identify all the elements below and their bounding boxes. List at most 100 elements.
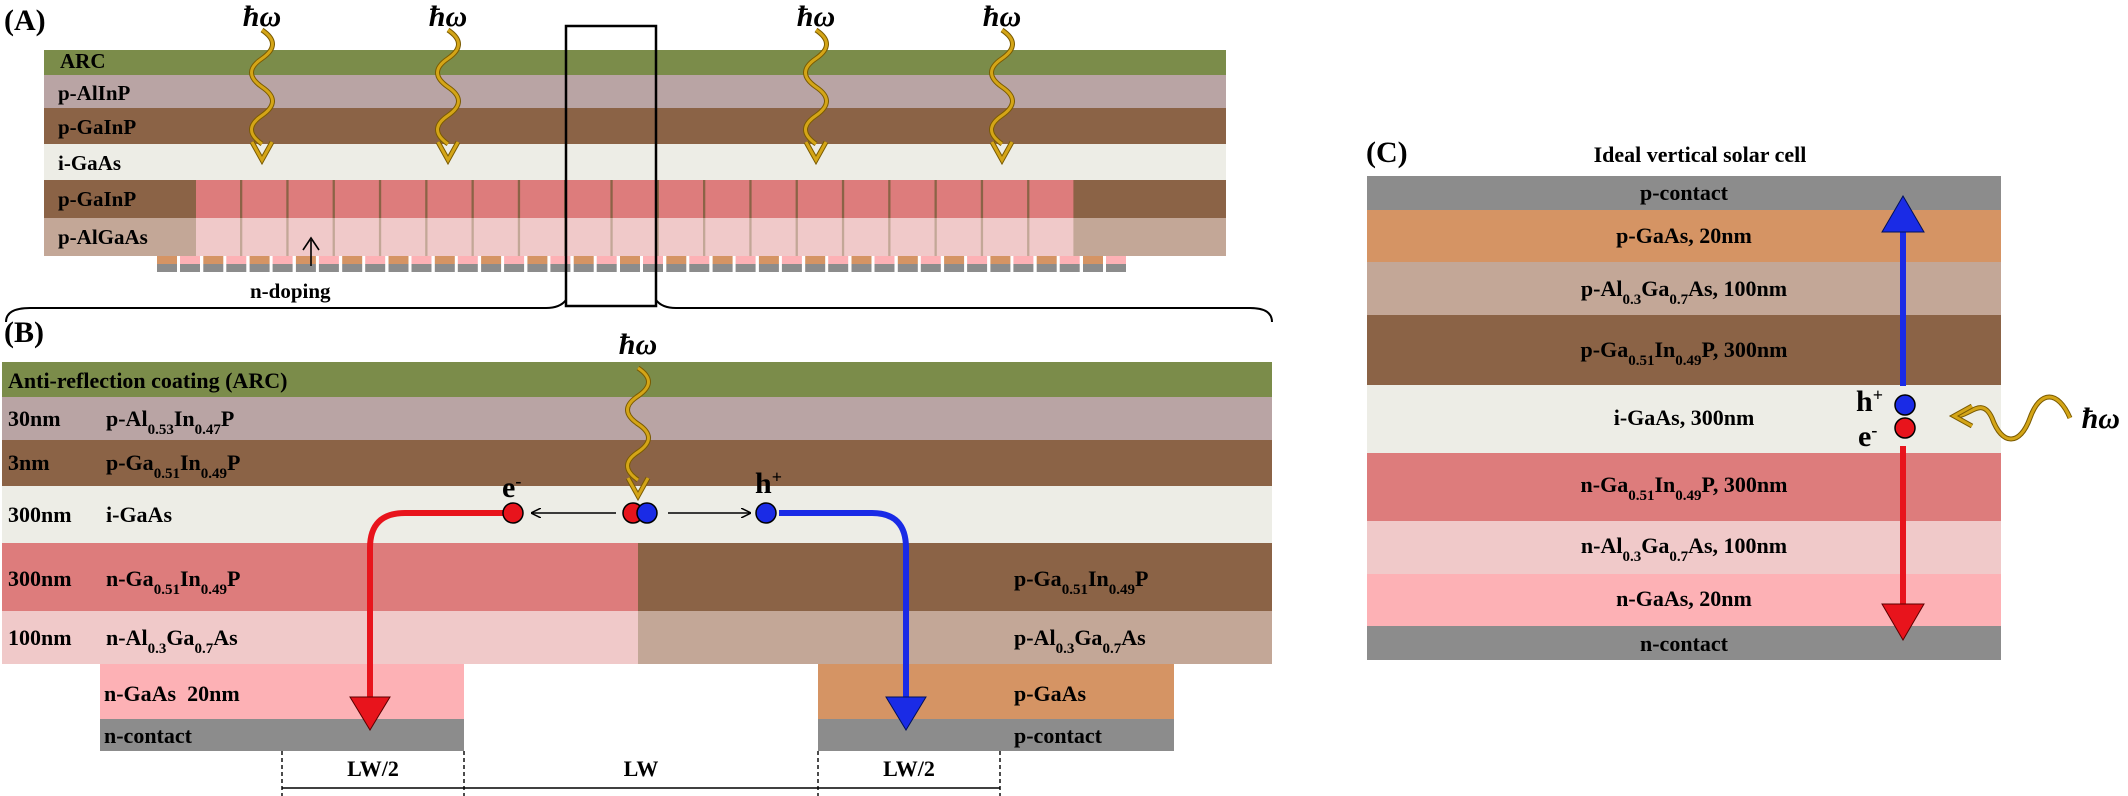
b-label-n-gaas: n-GaAs 20nm — [104, 681, 240, 706]
contact-pad-p — [157, 256, 177, 264]
photon-label: ħω — [243, 0, 281, 33]
a-layer-i-gaas — [44, 144, 1226, 180]
panel-a-label: (A) — [4, 4, 46, 37]
contact-pad-n — [180, 256, 200, 264]
contact-metal — [897, 264, 918, 272]
contact-pad-p — [527, 256, 548, 264]
hole-particle — [755, 502, 777, 524]
contact-pad-p — [434, 256, 455, 264]
contact-pad-n — [411, 256, 432, 264]
n-stripe-lower — [983, 218, 1028, 256]
contact-pad-p — [666, 256, 687, 264]
n-stripe-upper — [612, 180, 657, 218]
a-photon-group: ħω ħω ħω ħω — [243, 0, 1021, 166]
contact-pad-p — [249, 256, 270, 264]
panel-c-title: Ideal vertical solar cell — [1594, 142, 1807, 167]
n-stripe-lower — [520, 218, 565, 256]
dim-label-right: LW/2 — [883, 756, 935, 781]
contact-metal — [666, 264, 687, 272]
n-stripe-lower — [844, 218, 889, 256]
contact-metal — [318, 264, 339, 272]
contact-metal — [388, 264, 409, 272]
photon-label: ħω — [429, 0, 467, 33]
contact-metal — [1059, 264, 1080, 272]
b-label-p-gainp-thin: p-Ga0.51In0.49P — [106, 450, 240, 482]
hole-path-arrowhead — [885, 696, 927, 731]
contact-pad-p — [203, 256, 224, 264]
n-stripe-lower — [659, 218, 703, 256]
photon-arrowhead — [804, 141, 828, 164]
contact-pad-n — [226, 256, 247, 264]
contact-metal — [573, 264, 594, 272]
bottom-contacts — [157, 256, 1126, 272]
contact-metal — [157, 264, 177, 272]
contact-pad-n — [920, 256, 941, 264]
photon-wave — [804, 28, 828, 146]
n-stripe-upper — [242, 180, 287, 218]
contact-pad-n — [457, 256, 478, 264]
b-label-p-gainp: p-Ga0.51In0.49P — [1014, 566, 1148, 598]
contact-pad-n — [504, 256, 525, 264]
panel-c-label: (C) — [1366, 136, 1408, 169]
photon-arrowhead — [626, 477, 650, 500]
b-label-p-contact: p-contact — [1014, 723, 1103, 748]
n-doping-stripes — [196, 180, 1074, 256]
pair-hole — [636, 502, 658, 524]
contact-metal — [758, 264, 779, 272]
photon-label: ħω — [983, 0, 1021, 33]
photon-wave — [250, 28, 274, 146]
photon-arrowhead — [990, 141, 1014, 164]
c-label-n-gainp: n-Ga0.51In0.49P, 300nm — [1581, 472, 1788, 504]
c-hole-particle — [1894, 394, 1916, 416]
contact-pad-n — [735, 256, 756, 264]
b-label-p-algaas: p-Al0.3Ga0.7As — [1014, 625, 1146, 657]
contact-pad-p — [388, 256, 409, 264]
contact-pad-p — [620, 256, 640, 264]
contact-pad-p — [342, 256, 363, 264]
contact-metal — [295, 264, 316, 272]
b-label-n-gainp: n-Ga0.51In0.49P — [106, 566, 240, 598]
electron-label: e- — [502, 471, 521, 504]
contact-pad-n — [318, 256, 339, 264]
c-electron-label: e- — [1858, 420, 1877, 453]
contact-pad-p — [481, 256, 502, 264]
n-stripe-lower — [473, 218, 518, 256]
n-stripe-lower — [566, 218, 611, 256]
c-label-p-gainp: p-Ga0.51In0.49P, 300nm — [1581, 337, 1788, 369]
b-label-p-alinp: p-Al0.53In0.47P — [106, 406, 234, 438]
c-hole-arrowhead — [1881, 195, 1925, 233]
contact-pad-n — [874, 256, 895, 264]
n-stripe-lower — [797, 218, 842, 256]
contact-metal — [735, 264, 756, 272]
contact-metal — [920, 264, 941, 272]
contact-pad-n — [689, 256, 710, 264]
hole-path — [779, 510, 909, 697]
b-layer-arc — [2, 362, 1272, 397]
contact-pad-p — [1036, 256, 1057, 264]
photon-icon: ħω — [1948, 394, 2120, 442]
photon-icon: ħω — [243, 0, 281, 166]
contact-pad-n — [550, 256, 571, 264]
b-thickness-p-gainp: 3nm — [8, 450, 50, 475]
contact-metal — [643, 264, 663, 272]
contact-metal — [550, 264, 571, 272]
b-photon-group: ħω — [619, 328, 657, 502]
c-photon-group: ħω — [1948, 394, 2120, 442]
zoom-brace — [5, 299, 1273, 323]
photon-icon: ħω — [619, 328, 657, 502]
contact-metal — [203, 264, 224, 272]
contact-pad-n — [828, 256, 849, 264]
dim-label-left: LW/2 — [347, 756, 399, 781]
contact-pad-n — [967, 256, 988, 264]
contact-pad-p — [897, 256, 918, 264]
b-thickness-i-gaas: 300nm — [8, 502, 72, 527]
b-label-p-gaas: p-GaAs — [1014, 681, 1087, 706]
b-label-n-algaas: n-Al0.3Ga0.7As — [106, 625, 238, 657]
contact-pad-p — [990, 256, 1011, 264]
photon-label: ħω — [797, 0, 835, 33]
contact-metal — [365, 264, 386, 272]
b-p-contact — [818, 719, 1174, 751]
contact-pad-n — [365, 256, 386, 264]
contact-pad-n — [643, 256, 663, 264]
c-layer-i-gaas — [1367, 385, 2001, 453]
